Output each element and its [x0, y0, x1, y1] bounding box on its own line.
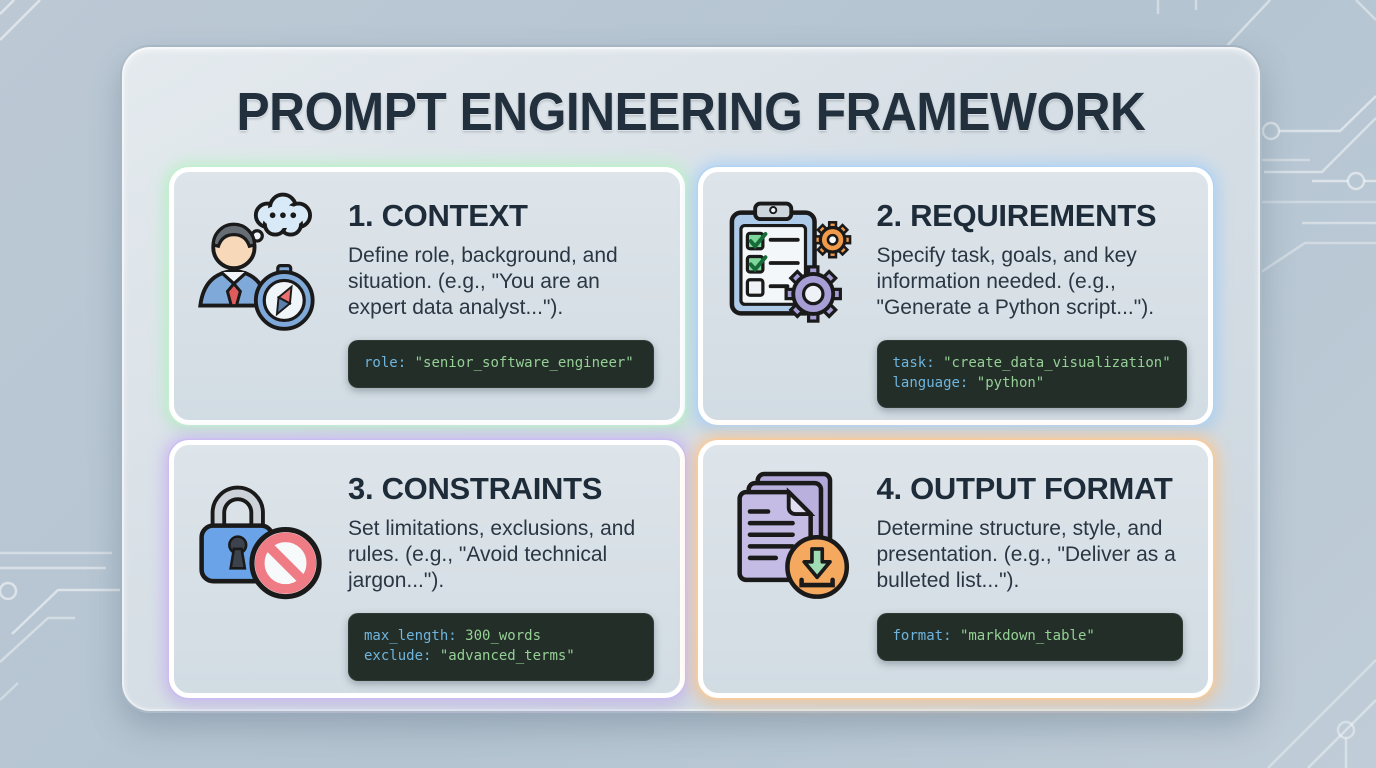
code-snippet: max_length: 300_words exclude: "advanced… [348, 613, 654, 681]
documents-download-icon [703, 445, 871, 693]
card-title: 1. CONTEXT [348, 198, 528, 233]
card-description: Specify task, goals, and key information… [876, 244, 1155, 320]
code-value: "advanced_terms" [439, 647, 575, 664]
card-description: Set limitations, exclusions, and rules. … [348, 517, 636, 593]
code-line: language: "python" [893, 374, 1171, 394]
person-thinking-compass-icon [174, 172, 342, 420]
page-title: PROMPT ENGINEERING FRAMEWORK [236, 82, 1146, 142]
code-line: exclude: "advanced_terms" [364, 647, 638, 667]
card-title: 2. REQUIREMENTS [876, 198, 1157, 233]
card-context: 1. CONTEXT Define role, background, and … [169, 167, 685, 425]
code-key: format: [892, 628, 952, 645]
code-line: role: "senior_software_engineer" [364, 354, 638, 374]
code-line: format: "markdown_table" [893, 627, 1167, 647]
code-snippet: task: "create_data_visualization" langua… [876, 340, 1187, 408]
code-snippet: role: "senior_software_engineer" [348, 340, 654, 388]
code-snippet: format: "markdown_table" [876, 613, 1183, 661]
clipboard-checklist-gears-icon [703, 172, 871, 420]
card-output-format: 4. OUTPUT FORMAT Determine structure, st… [697, 440, 1213, 698]
card-description: Determine structure, style, and presenta… [876, 517, 1176, 593]
code-key: exclude: [364, 647, 432, 664]
code-key: language: [892, 374, 969, 391]
card-title: 4. OUTPUT FORMAT [876, 471, 1173, 506]
code-value: "senior_software_engineer" [414, 355, 634, 372]
card-title: 3. CONSTRAINTS [348, 471, 603, 506]
code-line: task: "create_data_visualization" [893, 354, 1171, 374]
code-line: max_length: 300_words [364, 627, 638, 647]
code-value: "create_data_visualization" [943, 355, 1171, 372]
card-constraints: 3. CONSTRAINTS Set limitations, exclusio… [169, 440, 685, 698]
card-content: 1. CONTEXT Define role, background, and … [342, 172, 680, 420]
code-key: max_length: [364, 628, 457, 645]
code-key: task: [892, 355, 935, 372]
card-content: 3. CONSTRAINTS Set limitations, exclusio… [342, 445, 680, 693]
card-content: 2. REQUIREMENTS Specify task, goals, and… [871, 172, 1209, 420]
quadrant-grid: 1. CONTEXT Define role, background, and … [169, 167, 1213, 698]
framework-card: PROMPT ENGINEERING FRAMEWORK [120, 45, 1262, 713]
code-value: "markdown_table" [959, 628, 1095, 645]
card-requirements: 2. REQUIREMENTS Specify task, goals, and… [697, 167, 1213, 425]
code-value: 300_words [465, 628, 542, 645]
code-key: role: [364, 355, 407, 372]
card-content: 4. OUTPUT FORMAT Determine structure, st… [871, 445, 1209, 693]
card-description: Define role, background, and situation. … [348, 244, 618, 320]
padlock-ban-icon [174, 445, 342, 693]
code-value: "python" [976, 374, 1045, 391]
